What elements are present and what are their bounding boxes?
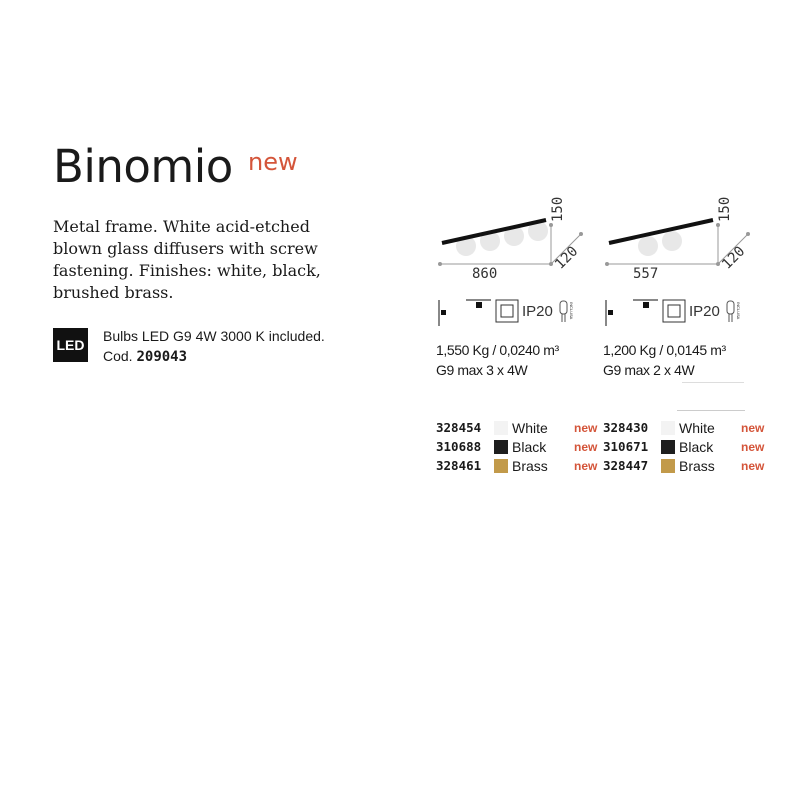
glass-diffuser-icons bbox=[638, 231, 682, 256]
ip-rating: IP20 bbox=[522, 303, 553, 320]
divider bbox=[677, 410, 745, 411]
finish-swatch bbox=[661, 458, 675, 473]
finish-row: 310671 Black new bbox=[603, 437, 764, 456]
mounting-icons bbox=[438, 299, 568, 326]
glass-diffuser bbox=[456, 236, 476, 256]
weight-volume: 1,200 Kg / 0,0145 m³ bbox=[603, 342, 726, 358]
led-badge: LED bbox=[53, 328, 88, 362]
new-badge: new bbox=[741, 439, 765, 454]
class-ii-icon bbox=[662, 299, 686, 323]
mounting-icons bbox=[605, 299, 735, 326]
glass-diffuser bbox=[662, 231, 682, 251]
glass-diffuser-icons bbox=[456, 221, 548, 256]
bulb-included-icon bbox=[559, 300, 568, 322]
lamp-spec: G9 max 3 x 4W bbox=[436, 362, 528, 378]
glass-diffuser bbox=[480, 231, 500, 251]
finish-row: 328447 Brass new bbox=[603, 456, 764, 475]
product-dimension-drawing bbox=[605, 218, 750, 266]
finish-swatch bbox=[494, 458, 508, 473]
lamp-spec: G9 max 2 x 4W bbox=[603, 362, 695, 378]
product-code: 310688 bbox=[436, 439, 482, 454]
product-title: Binomio bbox=[53, 140, 233, 193]
lamp-bar bbox=[608, 218, 714, 245]
length-label: 860 bbox=[472, 266, 498, 282]
finish-row: 328454 White new bbox=[436, 418, 597, 437]
finish-name: Brass bbox=[679, 457, 715, 474]
variant-860: 860 150 120 IP20 INCLUSA 1,550 Kg / 0,02… bbox=[436, 196, 606, 480]
finish-row: 328430 White new bbox=[603, 418, 764, 437]
new-badge: new bbox=[741, 420, 765, 435]
divider bbox=[682, 382, 744, 383]
wall-mount-icon bbox=[438, 300, 446, 326]
glass-diffuser bbox=[638, 236, 658, 256]
new-badge: new bbox=[741, 458, 765, 473]
finish-name: White bbox=[679, 419, 715, 436]
finish-name: Black bbox=[679, 438, 714, 455]
product-code: 310671 bbox=[603, 439, 649, 454]
finish-name: Brass bbox=[512, 457, 548, 474]
finish-swatch bbox=[494, 439, 508, 454]
length-label: 557 bbox=[633, 266, 659, 282]
product-code: 328447 bbox=[603, 458, 649, 473]
bulb-included-note: INCLUSA bbox=[736, 302, 741, 320]
new-badge: new bbox=[574, 439, 598, 454]
bulbs-info: Bulbs LED G9 4W 3000 K included. Cod. 20… bbox=[103, 326, 325, 367]
product-code: 328461 bbox=[436, 458, 482, 473]
finish-row: 310688 Black new bbox=[436, 437, 597, 456]
bulb-included-icon bbox=[726, 300, 735, 322]
ceiling-mount-icon bbox=[633, 299, 658, 308]
product-code: 328430 bbox=[603, 420, 649, 435]
finish-name: White bbox=[512, 419, 548, 436]
product-description: Metal frame. White acid-etched blown gla… bbox=[53, 217, 321, 302]
lamp-bar bbox=[441, 218, 547, 245]
new-badge: new bbox=[574, 420, 598, 435]
variant-557: 557 150 120 IP20 INCLUSA 1,200 Kg / 0,01… bbox=[603, 196, 773, 480]
cod-value: 209043 bbox=[136, 349, 188, 365]
product-dimension-drawing bbox=[438, 218, 583, 266]
finish-row: 328461 Brass new bbox=[436, 456, 597, 475]
weight-volume: 1,550 Kg / 0,0240 m³ bbox=[436, 342, 559, 358]
finish-name: Black bbox=[512, 438, 547, 455]
bulbs-text: Bulbs LED G9 4W 3000 K included. bbox=[103, 328, 325, 344]
height-label: 150 bbox=[550, 196, 566, 222]
new-badge: new bbox=[574, 458, 598, 473]
ip-rating: IP20 bbox=[689, 303, 720, 320]
ceiling-mount-icon bbox=[466, 299, 491, 308]
new-badge: new bbox=[248, 148, 298, 176]
cod-label: Cod. bbox=[103, 348, 133, 364]
finish-swatch bbox=[494, 420, 508, 435]
height-label: 150 bbox=[717, 196, 733, 222]
finish-swatch bbox=[661, 439, 675, 454]
product-code: 328454 bbox=[436, 420, 482, 435]
wall-mount-icon bbox=[605, 300, 613, 326]
glass-diffuser bbox=[528, 221, 548, 241]
class-ii-icon bbox=[495, 299, 519, 323]
finish-swatch bbox=[661, 420, 675, 435]
bulb-included-note: INCLUSA bbox=[569, 302, 574, 320]
glass-diffuser bbox=[504, 226, 524, 246]
